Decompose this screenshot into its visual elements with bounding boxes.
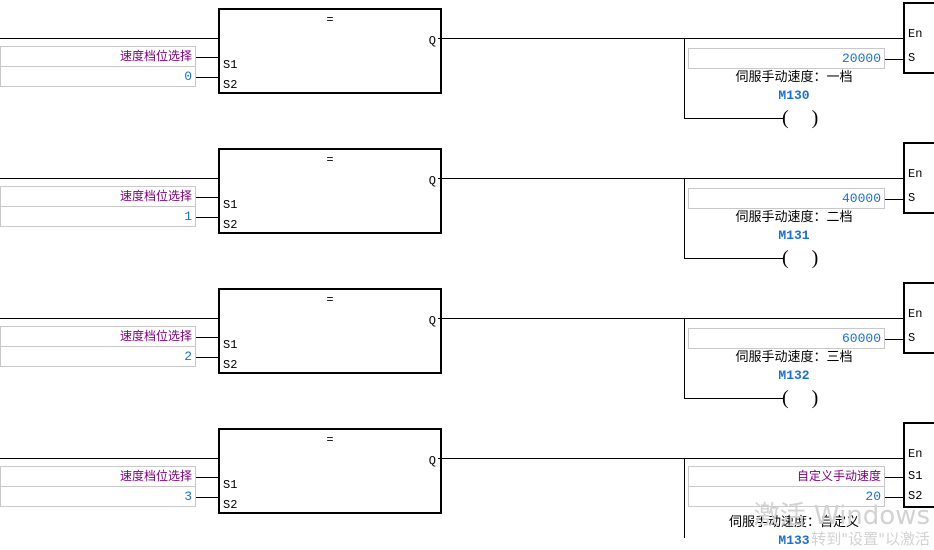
operand-stub-s2 (196, 357, 218, 358)
action-operand-stub-s (885, 199, 903, 200)
compare-output-q-label: Q (428, 174, 436, 188)
action-function-block[interactable]: En S (903, 282, 934, 354)
operand-box-s1[interactable]: 速度档位选择 (0, 186, 196, 207)
action-function-block[interactable]: En S1 S2 (903, 422, 934, 508)
branch-vertical-wire (684, 318, 685, 398)
output-coil[interactable]: ( ) (782, 387, 828, 409)
operand-stub-s2 (196, 217, 218, 218)
action-operand-box-s[interactable]: 40000 (688, 188, 885, 209)
operand-box-s2[interactable]: 2 (0, 346, 196, 367)
coil-comment: 伺服手动速度：三档 (735, 350, 853, 365)
action-s-label: S (908, 191, 916, 205)
rung-input-wire (0, 178, 218, 179)
coil-input-wire (684, 258, 784, 259)
output-coil[interactable]: ( ) (782, 107, 828, 129)
operand-box-s1[interactable]: 速度档位选择 (0, 46, 196, 67)
coil-input-wire (684, 118, 784, 119)
branch-vertical-wire (684, 458, 685, 538)
action-s-label: S (908, 331, 916, 345)
operand-box-s2[interactable]: 1 (0, 206, 196, 227)
compare-input-s1-label: S1 (223, 58, 238, 72)
coil-comment: 伺服手动速度：二档 (735, 210, 853, 225)
rung-output-wire (438, 38, 903, 39)
branch-vertical-wire (684, 38, 685, 118)
compare-output-q-label: Q (428, 314, 436, 328)
action-function-block[interactable]: En S (903, 142, 934, 214)
compare-function-block[interactable]: = Q S1 S2 (218, 8, 442, 94)
rung-input-wire (0, 318, 218, 319)
compare-input-s1-label: S1 (223, 338, 238, 352)
rung-output-wire (438, 178, 903, 179)
action-operand-stub-s1 (885, 477, 903, 478)
rung-output-wire (438, 318, 903, 319)
ladder-rung[interactable]: 速度档位选择 1 = Q S1 S2 40000 En S 伺服手动速度：二档 … (0, 140, 934, 280)
action-en-label: En (908, 447, 923, 461)
action-operand-box-s2[interactable]: 20 (688, 486, 885, 507)
operand-box-s2[interactable]: 3 (0, 486, 196, 507)
compare-output-q-label: Q (428, 34, 436, 48)
action-function-block[interactable]: En S (903, 2, 934, 74)
compare-input-s2-label: S2 (223, 78, 238, 92)
compare-operator-label: = (326, 153, 334, 167)
action-operand-box-s[interactable]: 20000 (688, 48, 885, 69)
action-s-label: S (908, 51, 916, 65)
coil-comment: 伺服手动速度：自定义 (728, 515, 859, 530)
compare-input-s2-label: S2 (223, 218, 238, 232)
action-operand-box-s1[interactable]: 自定义手动速度 (688, 466, 885, 487)
operand-stub-s2 (196, 497, 218, 498)
compare-function-block[interactable]: = Q S1 S2 (218, 428, 442, 514)
compare-function-block[interactable]: = Q S1 S2 (218, 288, 442, 374)
action-operand-stub-s (885, 339, 903, 340)
compare-input-s1-label: S1 (223, 478, 238, 492)
action-s2-label: S2 (908, 489, 923, 503)
operand-stub-s1 (196, 57, 218, 58)
rung-output-wire (438, 458, 903, 459)
branch-vertical-wire (684, 178, 685, 258)
compare-operator-label: = (326, 433, 334, 447)
ladder-rung[interactable]: 速度档位选择 2 = Q S1 S2 60000 En S 伺服手动速度：三档 … (0, 280, 934, 420)
ladder-rung[interactable]: 速度档位选择 0 = Q S1 S2 20000 En S 伺服手动速度：一档 … (0, 0, 934, 140)
rung-input-wire (0, 38, 218, 39)
operand-stub-s1 (196, 477, 218, 478)
compare-input-s2-label: S2 (223, 358, 238, 372)
action-operand-box-s[interactable]: 60000 (688, 328, 885, 349)
operand-stub-s1 (196, 337, 218, 338)
operand-box-s1[interactable]: 速度档位选择 (0, 466, 196, 487)
compare-input-s1-label: S1 (223, 198, 238, 212)
coil-input-wire (684, 398, 784, 399)
coil-device-label: M131 (778, 228, 810, 243)
coil-device-label: M133 (778, 533, 810, 548)
coil-device-label: M130 (778, 88, 810, 103)
action-operand-stub-s (885, 59, 903, 60)
coil-device-label: M132 (778, 368, 810, 383)
operand-stub-s1 (196, 197, 218, 198)
operand-box-s2[interactable]: 0 (0, 66, 196, 87)
action-en-label: En (908, 307, 923, 321)
compare-input-s2-label: S2 (223, 498, 238, 512)
output-coil[interactable]: ( ) (782, 247, 828, 269)
operand-stub-s2 (196, 77, 218, 78)
compare-function-block[interactable]: = Q S1 S2 (218, 148, 442, 234)
action-s1-label: S1 (908, 469, 923, 483)
compare-operator-label: = (326, 13, 334, 27)
action-en-label: En (908, 27, 923, 41)
action-operand-stub-s2 (885, 497, 903, 498)
coil-comment: 伺服手动速度：一档 (735, 70, 853, 85)
operand-box-s1[interactable]: 速度档位选择 (0, 326, 196, 347)
compare-output-q-label: Q (428, 454, 436, 468)
action-en-label: En (908, 167, 923, 181)
ladder-rung[interactable]: 速度档位选择 3 = Q S1 S2 自定义手动速度 20 En S1 S2 伺… (0, 420, 934, 550)
compare-operator-label: = (326, 293, 334, 307)
rung-input-wire (0, 458, 218, 459)
